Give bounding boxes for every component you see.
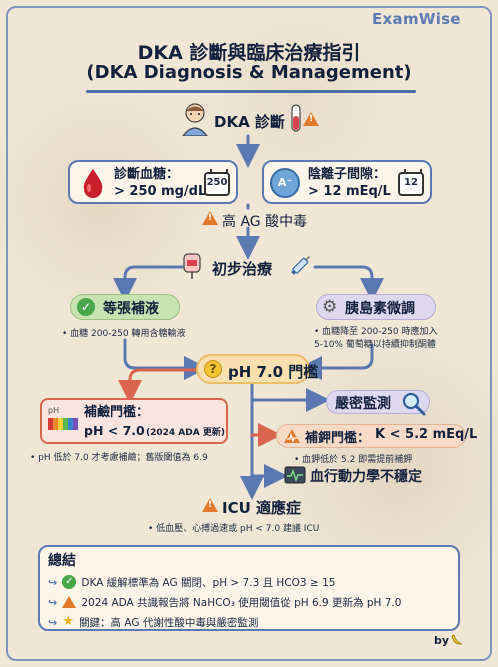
ph-strip-icon: pH [48, 406, 78, 434]
test-tube-icon [291, 104, 301, 132]
warning-icon: ! [303, 112, 319, 126]
anion-icon: A⁻ [270, 168, 300, 198]
summary-item-text: 關鍵：高 AG 代謝性酸中毒與嚴密監測 [79, 617, 259, 629]
footer-by: by [434, 634, 450, 647]
gear-icon: ⚙ [322, 297, 338, 317]
glucose-label: 診斷血糖： [114, 167, 180, 182]
arrow-insulin-to-ph [298, 343, 374, 380]
fluids-note: • 血糖 200-250 轉用含糖輸液 [62, 329, 186, 339]
bicarb-bullet: • pH 低於 7.0 才考慮補鹼；舊版閾值為 6.9 [30, 453, 208, 463]
insulin-note-line1: • 血糖降至 200-250 時應加入 [314, 327, 438, 337]
page-frame [6, 6, 492, 661]
bicarb-value: pH < 7.0 [84, 423, 145, 438]
question-icon: ? [204, 360, 222, 378]
patient-icon [180, 102, 210, 137]
high-ag-result: 高 AG 酸中毒 [222, 214, 308, 230]
ph-strip-caption: pH [48, 406, 60, 415]
insulin-note-line2: 5-10% 葡萄糖以持續抑制酮體 [314, 340, 436, 350]
summary-item-text: 2024 ADA 共識報告將 NaHCO₃ 使用閾值從 pH 6.9 更新為 p… [81, 597, 402, 609]
isotonic-fluids-label: 等張補液 [103, 301, 159, 317]
blood-drop-icon [82, 168, 104, 202]
arrow-fluids-to-ph [123, 338, 208, 380]
syringe-icon [288, 252, 314, 278]
anion-gap-card: A⁻ 陰離子間隙： > 12 mEq/L 12 [262, 160, 432, 204]
bicarb-label: 補鹼門檻： [84, 405, 150, 420]
potassium-value: K < 5.2 mEq/L [375, 427, 478, 442]
arrow-to-insulin [313, 265, 384, 302]
summary-item: ↪ 2024 ADA 共識報告將 NaHCO₃ 使用閾值從 pH 6.9 更新為… [48, 591, 401, 610]
potassium-label: 補鉀門檻： [305, 431, 371, 446]
title-underline [86, 90, 416, 93]
potassium-threshold-node: 補鉀門檻： K < 5.2 mEq/L [276, 424, 477, 448]
close-monitoring-label: 嚴密監測 [335, 396, 391, 412]
banana-icon [450, 632, 464, 646]
anion-gap-value: > 12 mEq/L [308, 184, 391, 199]
bicarb-threshold-box: pH 補鹼門檻： pH < 7.0 (2024 ADA 更新) [40, 398, 228, 444]
arrow-right-icon: ↪ [48, 576, 58, 589]
iv-bag-icon [182, 252, 202, 280]
arrow-right-icon: ↪ [48, 616, 58, 629]
ph-threshold-label: pH 7.0 門檻 [228, 363, 319, 381]
icu-note: • 低血壓、心搏過速或 pH < 7.0 建議 ICU [148, 524, 320, 534]
initial-treatment-label: 初步治療 [212, 260, 273, 278]
summary-title: 總結 [48, 553, 76, 569]
isotonic-fluids-node: ✓ 等張補液 [70, 294, 180, 320]
dka-diagnosis-label: DKA 診斷 [214, 113, 285, 131]
icu-indication-label: ICU 適應症 [222, 499, 301, 517]
hemodynamic-instability-label: 血行動力學不穩定 [310, 469, 422, 485]
ph-threshold-node: ? pH 7.0 門檻 [196, 354, 318, 384]
arrow-right-icon: ↪ [48, 596, 58, 609]
bicarb-update-note: (2024 ADA 更新) [146, 428, 225, 438]
glucose-card: 診斷血糖： > 250 mg/dL 250 [68, 160, 238, 204]
pulse-warning-icon [283, 428, 301, 448]
calendar-icon: 250 [204, 169, 230, 196]
monitor-icon [284, 466, 306, 484]
warning-icon [62, 595, 77, 608]
insulin-titration-node: ⚙ 胰島素微調 [316, 294, 436, 320]
magnifier-icon [402, 392, 426, 416]
warning-icon: ! [202, 211, 218, 225]
calendar-icon: 12 [398, 169, 424, 196]
potassium-note: • 血鉀低於 5.2 即需提前補鉀 [294, 455, 413, 465]
warning-icon: ! [202, 498, 218, 512]
glucose-value: > 250 mg/dL [114, 184, 207, 199]
arrow-to-fluids [113, 265, 184, 302]
check-icon: ✓ [62, 574, 77, 589]
anion-gap-label: 陰離子間隙： [308, 167, 387, 182]
summary-item: ↪ ✓ DKA 緩解標準為 AG 關閉、pH > 7.3 且 HCO3 ≥ 15 [48, 571, 335, 590]
summary-item-text: DKA 緩解標準為 AG 關閉、pH > 7.3 且 HCO3 ≥ 15 [81, 577, 336, 589]
insulin-titration-label: 胰島素微調 [345, 301, 415, 317]
brand-logo: ExamWise [372, 10, 461, 28]
check-icon: ✓ [77, 298, 95, 316]
star-icon: ★ [62, 614, 74, 629]
page-subtitle: (DKA Diagnosis & Management) [86, 62, 412, 83]
page-title: DKA 診斷與臨床治療指引 [137, 42, 361, 64]
summary-box: 總結 ↪ ✓ DKA 緩解標準為 AG 關閉、pH > 7.3 且 HCO3 ≥… [38, 545, 460, 631]
arrow-ph-to-bicarb [118, 368, 198, 404]
summary-item: ↪ ★ 關鍵：高 AG 代謝性酸中毒與嚴密監測 [48, 611, 258, 630]
